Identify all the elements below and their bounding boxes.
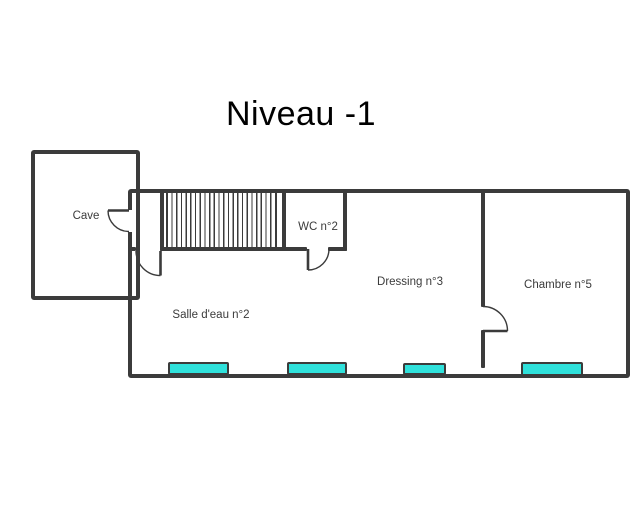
main-building-outline bbox=[128, 189, 630, 378]
wall-segment-hall-middle bbox=[160, 247, 307, 251]
wall-segment-stair-left bbox=[160, 190, 164, 251]
window bbox=[521, 362, 583, 376]
room-label-salle-deau: Salle d'eau n°2 bbox=[172, 309, 250, 321]
wall-segment-stair-right bbox=[282, 190, 286, 251]
window bbox=[287, 362, 347, 375]
room-label-dressing: Dressing n°3 bbox=[377, 276, 443, 288]
wall-segment-divider-lower bbox=[481, 330, 485, 368]
wall-segment-divider-upper bbox=[481, 190, 485, 307]
room-label-cave: Cave bbox=[72, 210, 100, 222]
wall-segment-hall-left bbox=[129, 247, 136, 251]
window bbox=[403, 363, 446, 375]
watermark-ring bbox=[0, 0, 34, 26]
cave-door-opening bbox=[127, 210, 134, 232]
window bbox=[168, 362, 229, 375]
plan-title: Niveau -1 bbox=[225, 95, 376, 133]
cave-room-outline bbox=[31, 150, 140, 300]
wall-segment-hall-right bbox=[328, 247, 347, 251]
wall-segment-wc-right bbox=[343, 190, 347, 251]
staircase-hatch bbox=[166, 191, 277, 249]
room-label-chambre: Chambre n°5 bbox=[524, 279, 592, 291]
room-label-wc: WC n°2 bbox=[298, 221, 338, 233]
